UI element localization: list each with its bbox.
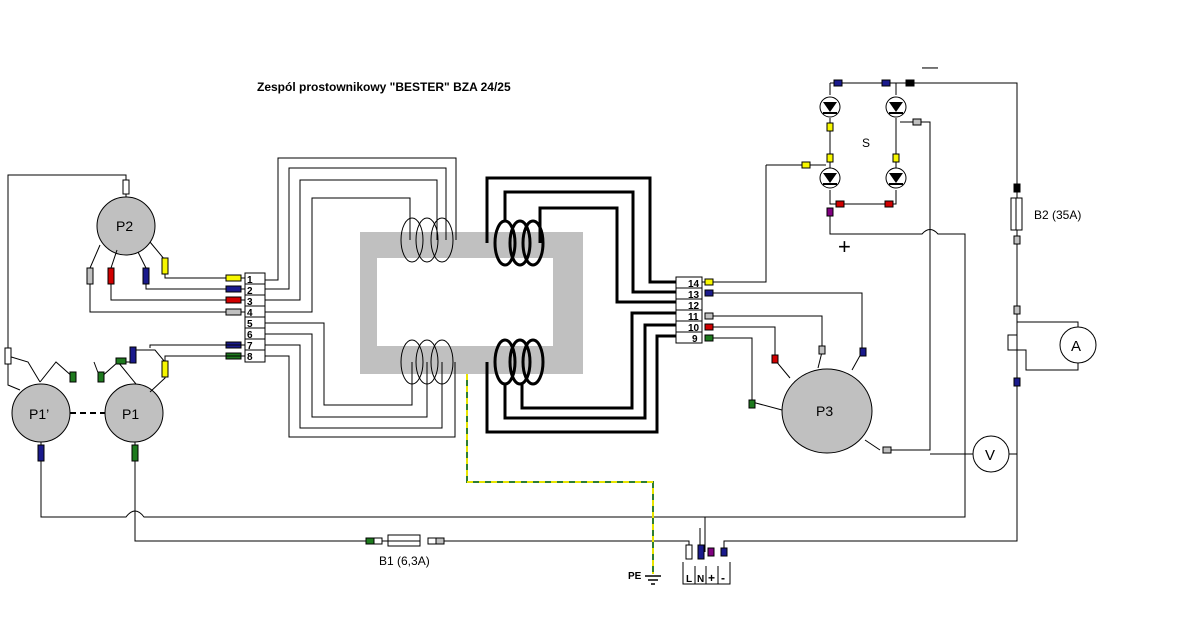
terminal-9: 9 xyxy=(692,334,698,345)
pe-label: PE xyxy=(628,571,642,582)
p1-connector-d xyxy=(161,360,169,378)
p3-connector-c xyxy=(771,354,779,364)
rectifier-label: S xyxy=(862,136,870,150)
lead-14-marker xyxy=(704,278,714,286)
rect-connector-j xyxy=(884,200,894,208)
pe-wire-green xyxy=(466,374,654,574)
diagram-title: Zespól prostownikowy "BESTER" BZA 24/25 xyxy=(257,80,511,94)
voltmeter: V xyxy=(972,435,1010,473)
lead-3-marker xyxy=(225,296,242,304)
switch-p3[interactable]: P3 xyxy=(781,368,873,454)
switch-p1-prime-label: P1’ xyxy=(29,406,49,422)
p1-connector-c xyxy=(129,346,137,364)
lead-4-marker xyxy=(225,308,242,316)
p1-connector-b xyxy=(115,357,127,365)
minus-sign: — xyxy=(922,59,938,76)
voltmeter-label: V xyxy=(985,447,995,464)
lead-9-marker xyxy=(704,334,714,342)
rect-connector-c xyxy=(905,79,915,87)
switch-p1-label: P1 xyxy=(122,406,139,422)
rect-connector-k xyxy=(826,207,834,217)
terminal-1: 1 xyxy=(247,275,253,286)
p1-prime-connector-bottom xyxy=(37,444,45,462)
p1-prime-connector-a xyxy=(4,347,12,365)
primary-leads xyxy=(265,157,457,438)
pe-wire-yellow xyxy=(466,374,654,574)
terminal-minus: - xyxy=(721,571,725,585)
ammeter-wire-bottom xyxy=(1007,334,1079,371)
ammeter-label: A xyxy=(1071,338,1081,355)
diode-4 xyxy=(885,167,907,189)
terminal-14: 14 xyxy=(688,279,700,290)
primary-winding-top xyxy=(400,217,454,263)
ground-icon xyxy=(645,575,661,585)
terminal-strip-left: 1 2 3 4 5 6 7 8 xyxy=(244,272,266,363)
terminal-11: 11 xyxy=(688,312,699,323)
rect-connector-d xyxy=(826,122,834,132)
p2-connector-4 xyxy=(161,257,169,275)
ammeter: A xyxy=(1059,326,1097,364)
terminal-strip-right: 14 13 12 11 10 9 xyxy=(675,276,703,345)
switch-p1-prime[interactable]: P1’ xyxy=(11,383,71,443)
lead-1-marker xyxy=(225,274,242,282)
switch-p2[interactable]: P2 xyxy=(96,196,156,256)
p2-connector-1 xyxy=(86,267,94,285)
p1-connector-a xyxy=(97,371,105,383)
terminal-13: 13 xyxy=(688,290,700,301)
mains-wiring xyxy=(366,500,1018,552)
lead-13-marker xyxy=(704,289,714,297)
terminal-10: 10 xyxy=(688,323,700,334)
p3-connector-d xyxy=(748,399,756,409)
p1-prime-connector-b xyxy=(69,371,77,383)
switch-p2-label: P2 xyxy=(116,218,133,234)
fuse-b2-label: B2 (35A) xyxy=(1034,208,1081,222)
p2-connector-top xyxy=(122,179,130,195)
rect-connector-i xyxy=(835,200,845,208)
transformer-core xyxy=(360,232,583,374)
ammeter-wire-top xyxy=(1016,314,1079,328)
rect-connector-g xyxy=(912,118,922,126)
fuse-b1-label: B1 (6,3A) xyxy=(379,554,430,568)
mains-terminal-block xyxy=(682,544,731,585)
terminal-8: 8 xyxy=(247,352,253,363)
terminal-3: 3 xyxy=(247,297,253,308)
terminal-n: N xyxy=(697,574,704,585)
terminal-6: 6 xyxy=(247,330,253,341)
fuse-b1 xyxy=(365,534,445,547)
terminal-4: 4 xyxy=(247,308,253,319)
lead-10-marker xyxy=(704,323,714,331)
rect-connector-f xyxy=(892,153,900,163)
p2-connector-2 xyxy=(107,267,115,285)
p3-wiring xyxy=(713,292,863,411)
lead-2-marker xyxy=(225,285,242,293)
p3-connector-a xyxy=(859,347,867,357)
terminal-plus: + xyxy=(708,571,715,585)
p1-wiring xyxy=(7,214,966,542)
terminal-2: 2 xyxy=(247,286,253,297)
p3-output-lead xyxy=(864,439,881,451)
p1-connector-bottom xyxy=(131,444,139,462)
lead-11-marker xyxy=(704,312,714,320)
rect-connector-e xyxy=(826,153,834,163)
rect-connector-a xyxy=(833,79,843,87)
secondary-leads xyxy=(485,176,676,434)
ammeter-connector xyxy=(1013,377,1021,387)
diode-1 xyxy=(819,96,841,118)
diode-2 xyxy=(885,96,907,118)
switch-p3-label: P3 xyxy=(816,403,833,419)
terminal-5: 5 xyxy=(247,319,253,330)
rect-connector-h xyxy=(801,161,811,169)
p2-connector-3 xyxy=(142,267,150,285)
p3-connector-b xyxy=(818,345,826,355)
plus-sign: + xyxy=(838,234,851,259)
fuse-b2 xyxy=(1010,183,1023,315)
p3-connector-e xyxy=(882,446,892,454)
terminal-7: 7 xyxy=(247,341,253,352)
diode-3 xyxy=(819,167,841,189)
rect-connector-b xyxy=(881,79,891,87)
switch-p1[interactable]: P1 xyxy=(104,383,164,443)
terminal-l: L xyxy=(686,574,692,585)
terminal-12: 12 xyxy=(688,301,700,312)
